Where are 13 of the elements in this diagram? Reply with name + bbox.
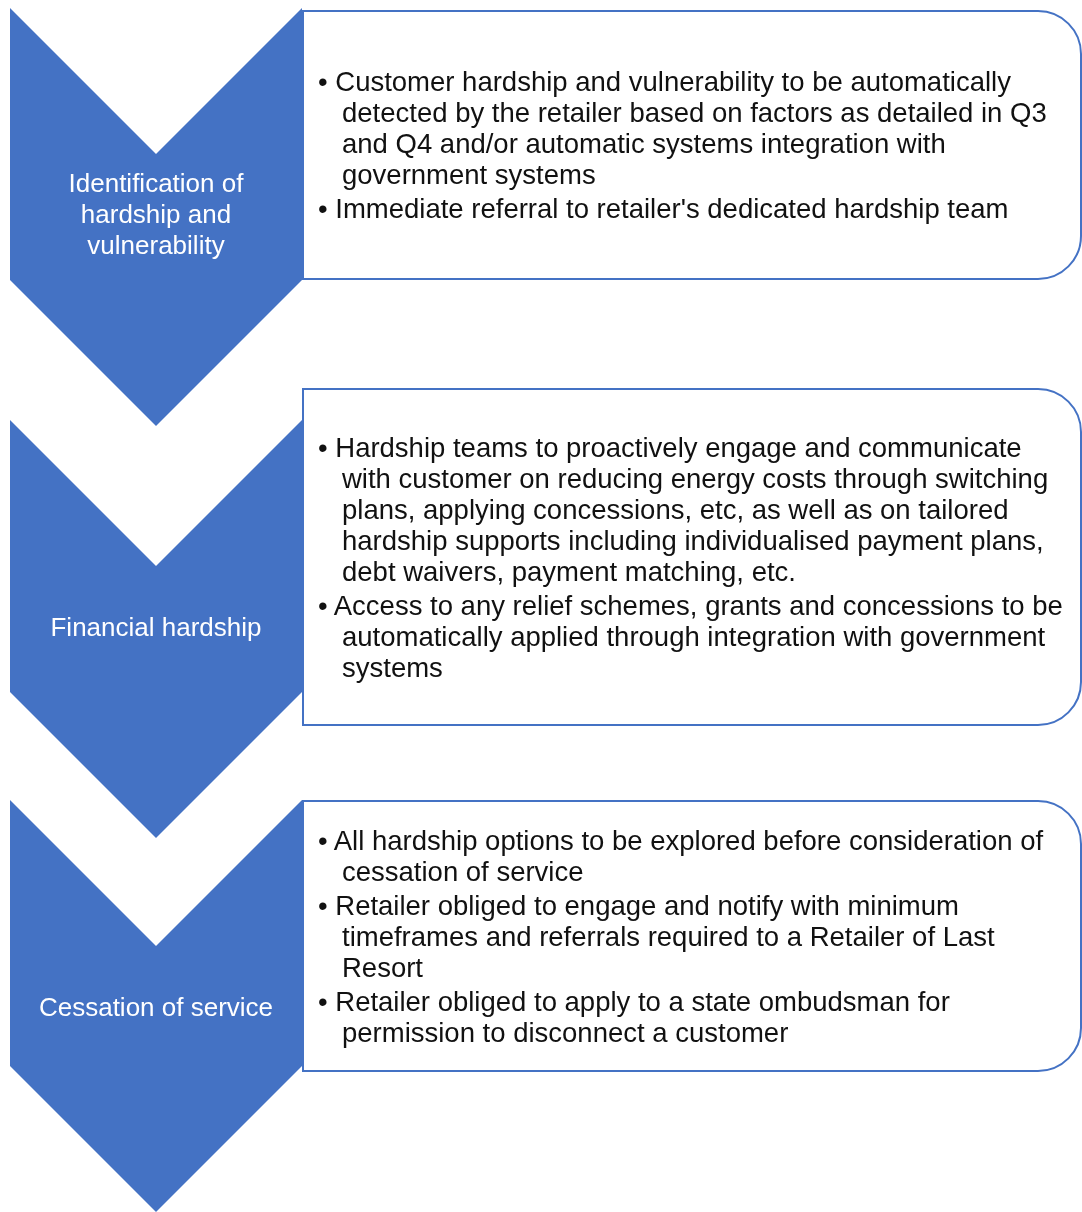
- bullet-point: • Retailer obliged to engage and notify with minimum timeframes and referrals required to a Retailer of Last Resort: [318, 889, 996, 983]
- stage-label: Identification of hardship and vulnerability: [67, 168, 245, 261]
- stage-label: Cessation of service: [37, 992, 275, 1023]
- bullet-point: • Immediate referral to retailer's dedicated hardship team: [318, 193, 1010, 224]
- text-panel: [302, 388, 1082, 726]
- bullet-point: • Retailer obliged to apply to a state ombudsman for permission to disconnect a customer: [318, 985, 951, 1048]
- stage-label: Financial hardship: [49, 612, 263, 643]
- text-panel: [302, 800, 1082, 1072]
- text-panel: [302, 10, 1082, 280]
- bullet-point: • Access to any relief schemes, grants and concessions to be automatically applied through integration with government systems: [318, 589, 1064, 683]
- bullet-point: • Hardship teams to proactively engage and communicate with customer on reducing energy costs through switching plans, applying concessions, etc, as well as on tailored hardship supports including individualised payment plans, debt waivers, payment matching, etc.: [318, 431, 1050, 587]
- bullet-point: • All hardship options to be explored before consideration of cessation of service: [318, 824, 1045, 887]
- bullet-point: • Customer hardship and vulnerability to be automatically detected by the retailer based on factors as detailed in Q3 and Q4 and/or automatic systems integration with government systems: [318, 66, 1048, 190]
